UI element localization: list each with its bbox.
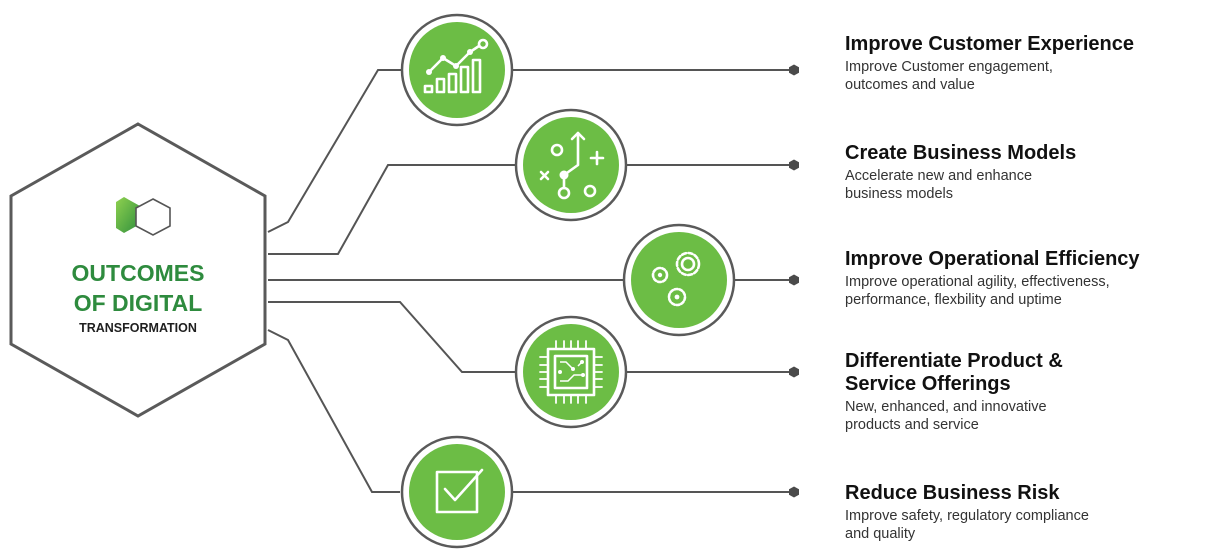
outcome-title: Differentiate Product &Service Offerings — [845, 350, 1205, 396]
outcome-business-models: Create Business Models Accelerate new an… — [845, 142, 1205, 203]
connector-5 — [267, 329, 400, 493]
node-business-models — [514, 108, 628, 222]
bullet-1 — [789, 64, 799, 76]
bullet-4 — [789, 366, 799, 378]
desc-line-1: Improve operational agility, effectivene… — [845, 274, 1110, 290]
outcome-title: Reduce Business Risk — [845, 482, 1060, 504]
desc-line-2: and quality — [845, 526, 916, 542]
desc-line-2: products and service — [845, 417, 979, 433]
desc-line-1: Improve safety, regulatory compliance — [845, 508, 1089, 524]
outcome-description: Improve Customer engagement, outcomes and… — [845, 58, 1205, 94]
desc-line-2: business models — [845, 186, 953, 202]
title-line-1: Differentiate Product & — [845, 350, 1063, 372]
outcome-description: Accelerate new and enhance business model… — [845, 167, 1205, 203]
bullet-2 — [789, 159, 799, 171]
desc-line-1: New, enhanced, and innovative — [845, 399, 1047, 415]
hexagon-logo-icon — [116, 197, 171, 236]
outcome-business-risk: Reduce Business Risk Improve safety, reg… — [845, 482, 1205, 543]
desc-line-1: Accelerate new and enhance — [845, 168, 1033, 184]
outcome-title: Create Business Models — [845, 142, 1077, 164]
node-product-differentiation — [514, 315, 628, 429]
connector-4 — [268, 301, 515, 373]
outcome-description: Improve operational agility, effectivene… — [845, 273, 1205, 309]
node-business-risk — [400, 435, 514, 549]
connector-1 — [267, 69, 402, 233]
chip-icon — [539, 340, 603, 404]
gears-icon — [651, 251, 701, 307]
hub-hexagon: OUTCOMES OF DIGITAL TRANSFORMATION — [9, 122, 267, 418]
desc-line-2: performance, flexbility and uptime — [845, 292, 1062, 308]
bullet-3 — [789, 274, 799, 286]
outcome-product-differentiation: Differentiate Product &Service Offerings… — [845, 350, 1205, 434]
bullet-5 — [789, 486, 799, 498]
hub-subtitle: TRANSFORMATION — [79, 321, 197, 335]
outcome-description: Improve safety, regulatory compliance and… — [845, 507, 1205, 543]
outcome-title: Improve Customer Experience — [845, 33, 1134, 55]
hub-title-line1: OUTCOMES — [72, 260, 205, 286]
growth-chart-icon — [423, 38, 489, 94]
connector-2 — [268, 164, 515, 255]
desc-line-1: Improve Customer engagement, — [845, 59, 1053, 75]
checkbox-icon — [435, 468, 484, 514]
outcome-description: New, enhanced, and innovative products an… — [845, 398, 1205, 434]
title-line-2: Service Offerings — [845, 373, 1011, 395]
node-customer-experience — [400, 13, 514, 127]
outcome-operational-efficiency: Improve Operational Efficiency Improve o… — [845, 248, 1205, 309]
hub-title-line2: OF DIGITAL — [74, 290, 203, 316]
outcome-title: Improve Operational Efficiency — [845, 248, 1140, 270]
desc-line-2: outcomes and value — [845, 77, 975, 93]
strategy-play-icon — [539, 131, 605, 200]
outcome-customer-experience: Improve Customer Experience Improve Cust… — [845, 33, 1205, 94]
node-operational-efficiency — [622, 223, 736, 337]
